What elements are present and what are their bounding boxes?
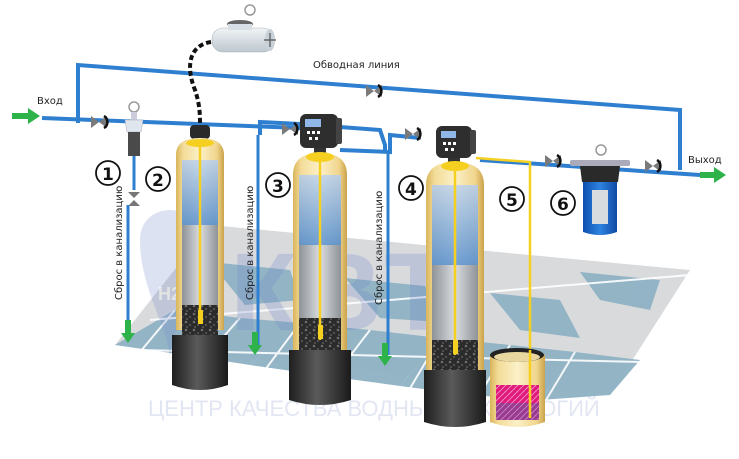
component-number-3: 3 <box>272 177 284 197</box>
component-number-1: 1 <box>102 165 114 185</box>
component-4-softener: 4 <box>398 126 532 427</box>
outlet-label: Выход <box>688 155 722 166</box>
pressure-gauge-icon <box>244 4 256 16</box>
inlet-valve[interactable] <box>91 114 109 130</box>
air-hose <box>188 40 212 126</box>
pressure-gauge-icon <box>595 144 607 156</box>
valve-icon <box>91 116 107 128</box>
outlet-arrow-icon <box>700 167 726 183</box>
component-6-cartridge-filter: 6 <box>545 144 662 235</box>
outlet: Выход <box>688 155 726 183</box>
valve-icon <box>282 123 298 135</box>
valve-icon <box>645 160 661 172</box>
drain-arrow-icon <box>121 320 135 343</box>
valve-6[interactable] <box>645 158 662 174</box>
component-number-6: 6 <box>557 195 569 215</box>
drain-label-2: Сброс в канализацию <box>245 186 256 300</box>
component-number-2: 2 <box>152 171 164 191</box>
inlet-label: Вход <box>37 96 63 107</box>
drain-arrow-icon <box>378 343 392 366</box>
drain-label-1: Сброс в канализацию <box>114 186 125 300</box>
component-number-4: 4 <box>405 180 417 200</box>
control-valve-3[interactable] <box>300 114 342 154</box>
valve-3[interactable] <box>282 121 299 137</box>
valve-icon <box>405 128 421 140</box>
bypass-line: Обводная линия <box>76 60 682 170</box>
bypass-valve[interactable] <box>366 83 383 99</box>
control-valve-4[interactable] <box>436 126 476 164</box>
control-display <box>305 119 321 127</box>
valve-4[interactable] <box>405 126 422 142</box>
component-3-filter: 3 Сброс в канализацию <box>265 114 392 405</box>
inlet-arrow-icon <box>12 108 40 124</box>
valve-icon <box>366 85 382 97</box>
drain-valve-icon <box>128 192 140 206</box>
component-1-prefilter: Сброс в канализацию 1 <box>95 101 144 343</box>
component-number-5: 5 <box>506 191 518 211</box>
pressure-gauge-icon <box>128 101 140 113</box>
inlet: Вход <box>12 96 109 130</box>
drain-arrow-icon <box>248 332 262 355</box>
valve-icon <box>545 155 561 167</box>
valve-5[interactable] <box>545 153 562 169</box>
drain-label-3: Сброс в канализацию <box>374 191 385 305</box>
bypass-label: Обводная линия <box>313 60 400 71</box>
component-5-brine-tank: 5 <box>490 186 545 427</box>
compressor <box>211 4 276 53</box>
control-display <box>441 131 456 138</box>
component-2-aeration-column: 2 Сброс в канализацию <box>145 4 276 390</box>
